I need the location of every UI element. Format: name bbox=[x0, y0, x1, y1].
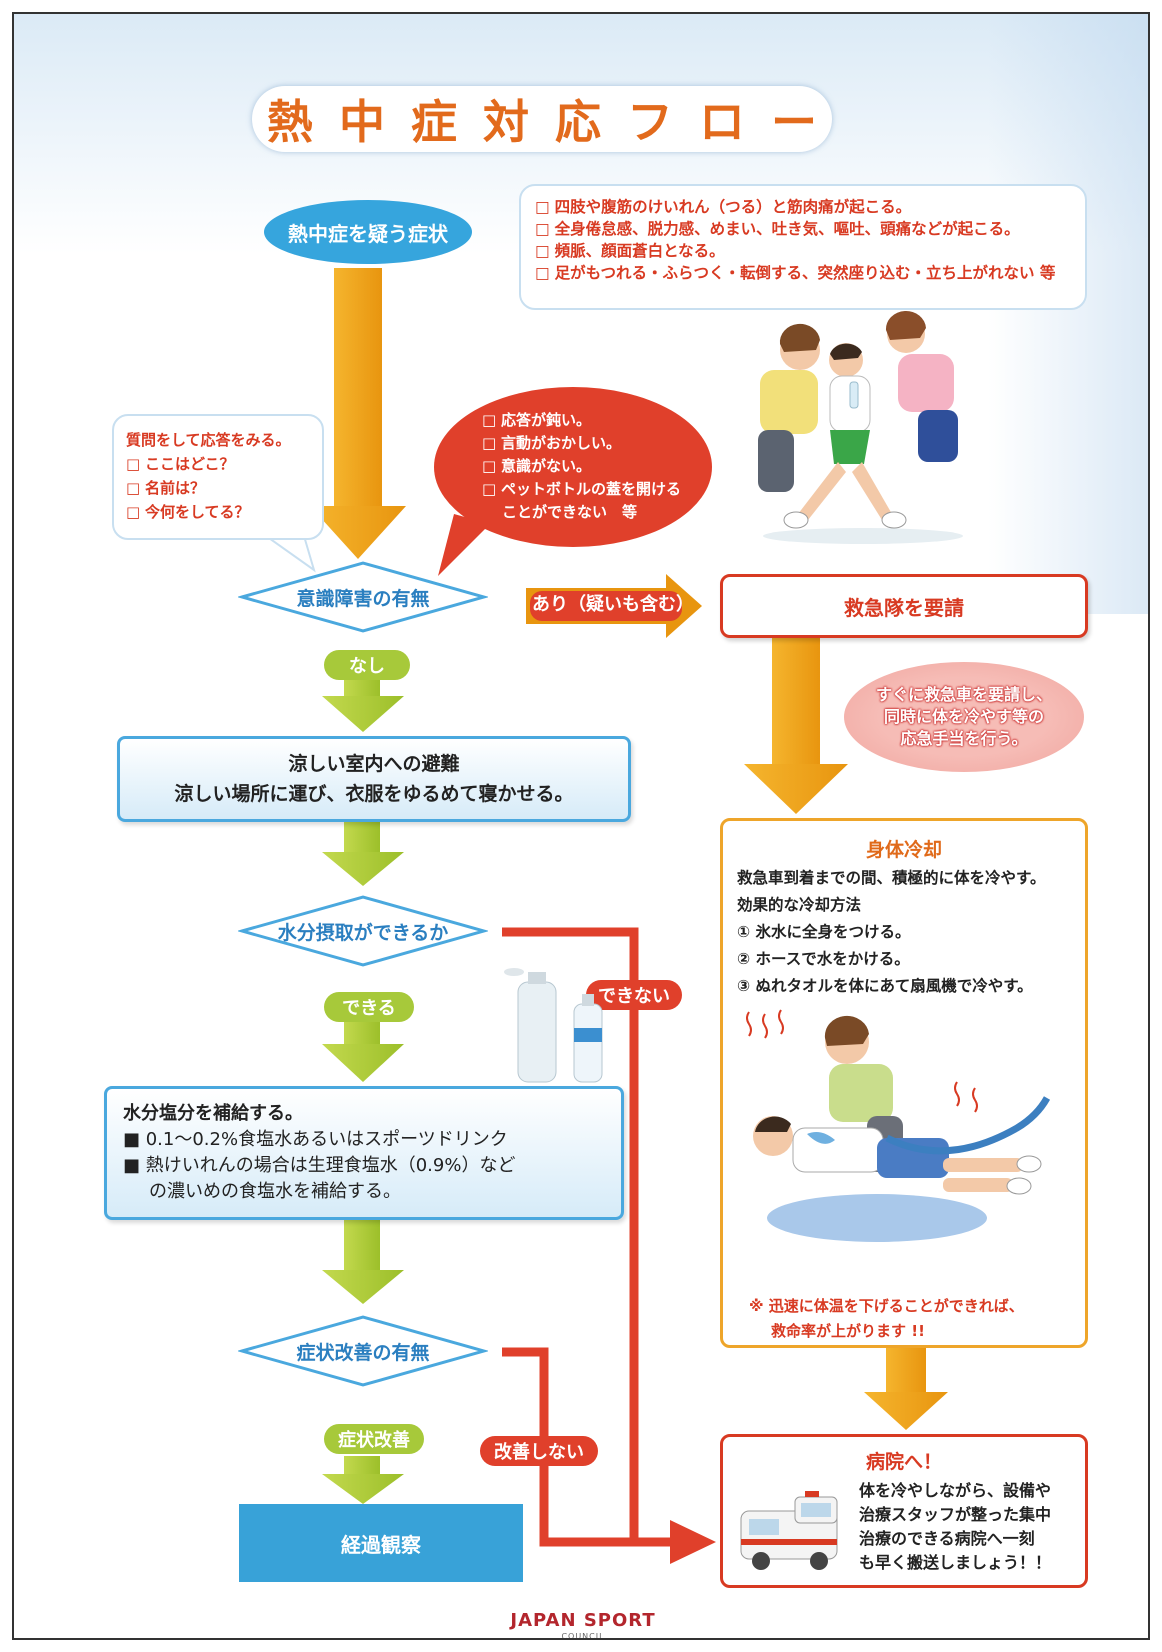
cannot-pill: できない bbox=[586, 980, 682, 1010]
red-bubble-tail bbox=[438, 514, 490, 576]
decision-consciousness-label: 意識障害の有無 bbox=[296, 587, 430, 610]
yes-arrow: あり（疑いも含む） bbox=[526, 574, 702, 638]
hospital-line: 体を冷やしながら、設備や bbox=[859, 1481, 1052, 1500]
arrow-can-down bbox=[322, 1022, 404, 1082]
not-improved-pill: 改善しない bbox=[480, 1436, 598, 1466]
symptom-item: 頻脈、顔面蒼白となる。 bbox=[535, 240, 1071, 262]
observe-label: 経過観察 bbox=[341, 1532, 421, 1557]
decision-improve: 症状改善の有無 bbox=[238, 1314, 488, 1388]
cooling-line: 効果的な冷却方法 bbox=[737, 896, 862, 914]
arrow-start-down bbox=[310, 268, 406, 559]
cooling-line: ② ホースで水をかける。 bbox=[737, 950, 910, 968]
improved-pill: 症状改善 bbox=[324, 1424, 424, 1454]
cooling-title: 身体冷却 bbox=[865, 839, 942, 861]
logo-text: JAPAN SPORT bbox=[510, 1610, 656, 1631]
ambulance-note-line: すぐに救急車を要請し、 bbox=[875, 685, 1052, 704]
symptom-checklist: 四肢や腹筋のけいれん（つる）と筋肉痛が起こる。 全身倦怠感、脱力感、めまい、吐き… bbox=[519, 184, 1087, 310]
symptom-item: 四肢や腹筋のけいれん（つる）と筋肉痛が起こる。 bbox=[535, 196, 1071, 218]
arrow-none-down bbox=[322, 678, 404, 732]
ambulance-note-bubble: すぐに救急車を要請し、 同時に体を冷やす等の 応急手当を行う。 bbox=[844, 662, 1084, 772]
decision-consciousness: 意識障害の有無 bbox=[238, 560, 488, 634]
sign-item-tail: ことができない 等 bbox=[502, 503, 638, 521]
poster: 熱中症対応フロー 熱中症を疑う症状 四肢や腹筋のけいれん（つる）と筋肉痛が起こる… bbox=[12, 12, 1150, 1640]
background-wash-right bbox=[988, 14, 1148, 614]
can-pill: できる bbox=[324, 992, 414, 1022]
evacuation-title: 涼しい室内への避難 bbox=[288, 753, 460, 775]
start-label: 熱中症を疑う症状 bbox=[288, 221, 448, 246]
cooling-note: 救命率が上がります !! bbox=[771, 1322, 925, 1340]
arrowhead-hospital bbox=[670, 1520, 716, 1564]
symptom-item: 足がもつれる・ふらつく・転倒する、突然座り込む・立ち上がれない 等 bbox=[535, 262, 1071, 284]
decision-improve-label: 症状改善の有無 bbox=[296, 1341, 430, 1364]
cooling-line: ① 氷水に全身をつける。 bbox=[737, 923, 911, 941]
ambulance-note-line: 応急手当を行う。 bbox=[900, 729, 1028, 748]
cooling-note: ※ 迅速に体温を下げることができれば、 bbox=[749, 1297, 1024, 1315]
title-banner: 熱中症対応フロー bbox=[252, 86, 832, 152]
arrow-improved-down bbox=[322, 1456, 404, 1504]
start-symptoms-oval: 熱中症を疑う症状 bbox=[264, 200, 472, 264]
hospital-box: 病院へ！ 体を冷やしながら、設備や 治療スタッフが整った集中 治療のできる病院へ… bbox=[720, 1434, 1088, 1588]
logo-subtext: COUNCIL bbox=[561, 1632, 605, 1640]
can-label: できる bbox=[342, 998, 396, 1019]
no-label: なし bbox=[349, 656, 385, 677]
no-pill: なし bbox=[324, 650, 410, 680]
evacuation-box: 涼しい室内への避難 涼しい場所に運び、衣服をゆるめて寝かせる。 bbox=[117, 736, 631, 822]
ambulance-icon bbox=[740, 1491, 838, 1570]
illustration-first-aid bbox=[758, 310, 963, 544]
sign-item: ペットボトルの蓋を開ける bbox=[482, 478, 712, 501]
not-improved-label: 改善しない bbox=[494, 1442, 584, 1463]
cooling-box: 身体冷却 救急車到着までの間、積極的に体を冷やす。 効果的な冷却方法 ① 氷水に… bbox=[720, 818, 1088, 1348]
illustration-cooling bbox=[746, 1009, 1051, 1242]
flow-arrows bbox=[310, 268, 948, 1564]
observe-box: 経過観察 bbox=[239, 1504, 523, 1582]
ambulance-note-line: 同時に体を冷やす等の bbox=[883, 707, 1044, 726]
illustration-bottles bbox=[504, 968, 603, 1083]
question-heading: 質問をして応答をみる。 bbox=[126, 431, 291, 449]
question-bubble: 質問をして応答をみる。 ここはどこ？ 名前は？ 今何をしてる？ bbox=[112, 414, 324, 540]
fluid-heading: 水分塩分を補給する。 bbox=[123, 1103, 303, 1124]
call-ambulance-box: 救急隊を要請 bbox=[720, 574, 1088, 638]
fluid-line: ■ 熱けいれんの場合は生理食塩水（0.9%）など bbox=[123, 1155, 516, 1176]
sign-item: 言動がおかしい。 bbox=[482, 432, 712, 455]
fluid-box: 水分塩分を補給する。 ■ 0.1～0.2%食塩水あるいはスポーツドリンク ■ 熱… bbox=[104, 1086, 624, 1220]
decision-fluid-label: 水分摂取ができるか bbox=[277, 921, 449, 944]
hospital-line: 治療スタッフが整った集中 bbox=[859, 1505, 1052, 1524]
cannot-label: できない bbox=[598, 986, 670, 1007]
call-ambulance-label: 救急隊を要請 bbox=[844, 595, 964, 620]
sign-item: 応答が鈍い。 bbox=[482, 409, 712, 432]
hospital-title: 病院へ！ bbox=[865, 1451, 942, 1473]
fluid-line: ■ 0.1～0.2%食塩水あるいはスポーツドリンク bbox=[123, 1129, 508, 1150]
cooling-line: 救急車到着までの間、積極的に体を冷やす。 bbox=[737, 869, 1046, 887]
yes-label: あり（疑いも含む） bbox=[532, 594, 694, 615]
decision-fluid: 水分摂取ができるか bbox=[238, 894, 488, 968]
page-title: 熱中症対応フロー bbox=[267, 95, 843, 149]
cooling-line: ③ ぬれタオルを体にあて扇風機で冷やす。 bbox=[737, 977, 1033, 995]
sign-item: 意識がない。 bbox=[482, 455, 712, 478]
hospital-line: 治療のできる病院へ一刻 bbox=[859, 1529, 1035, 1548]
symptom-item: 全身倦怠感、脱力感、めまい、吐き気、嘔吐、頭痛などが起こる。 bbox=[535, 218, 1071, 240]
question-item: ここはどこ？ bbox=[126, 452, 310, 476]
arrow-cooling-down bbox=[864, 1348, 948, 1430]
arrow-evac-down bbox=[322, 822, 404, 886]
hospital-line: も早く搬送しましょう！！ bbox=[859, 1553, 1052, 1572]
arrow-fluid-down bbox=[322, 1220, 404, 1304]
fluid-line: の濃いめの食塩水を補給する。 bbox=[149, 1181, 401, 1202]
consciousness-signs-bubble: 応答が鈍い。 言動がおかしい。 意識がない。 ペットボトルの蓋を開ける ことがで… bbox=[434, 387, 712, 547]
question-item: 名前は？ bbox=[126, 476, 310, 500]
arrow-ambulance-down bbox=[744, 638, 848, 814]
improved-label: 症状改善 bbox=[338, 1430, 410, 1451]
question-item: 今何をしてる？ bbox=[126, 500, 310, 524]
evacuation-detail: 涼しい場所に運び、衣服をゆるめて寝かせる。 bbox=[174, 783, 574, 805]
